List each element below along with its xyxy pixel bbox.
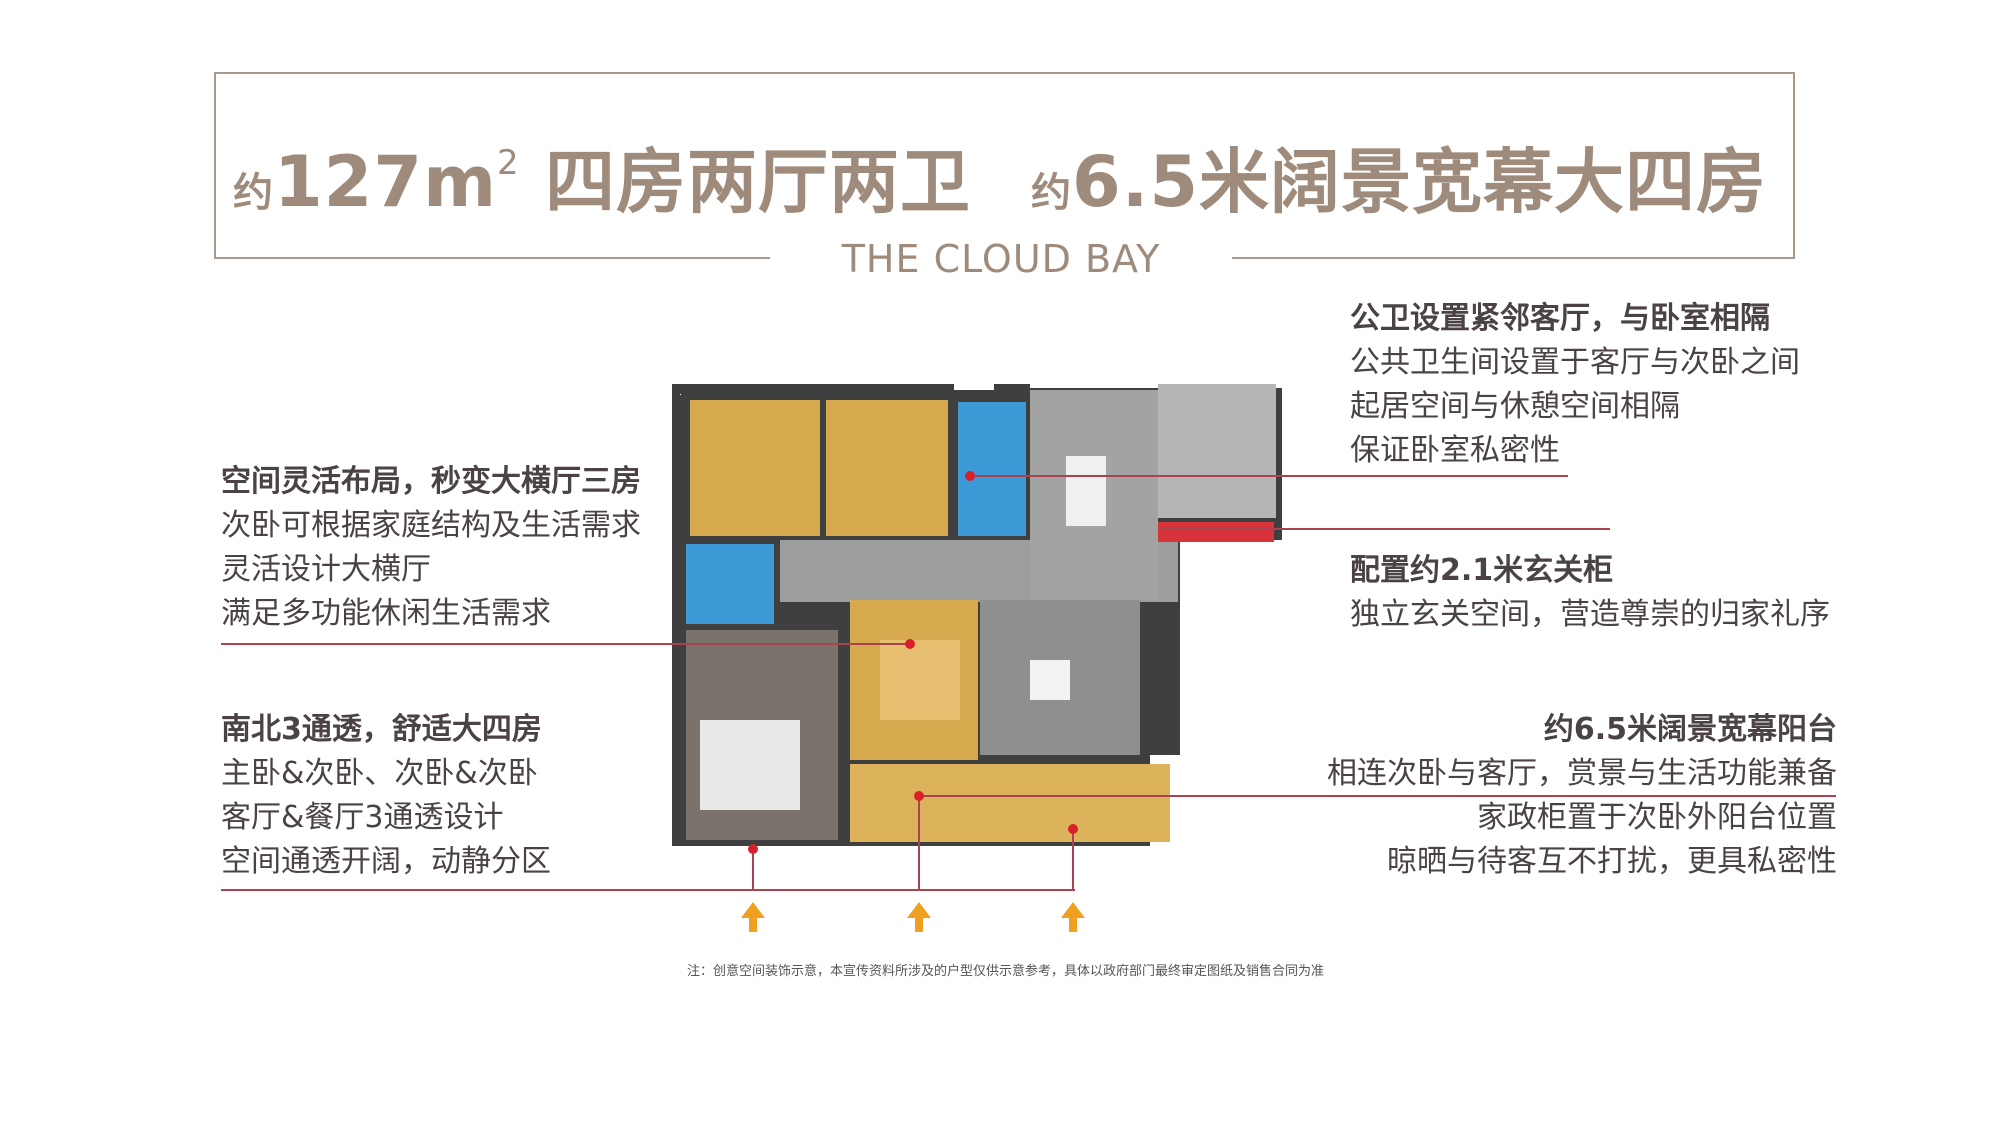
callout-line: 次卧可根据家庭结构及生活需求 — [221, 508, 641, 543]
marker-dot — [1068, 824, 1078, 834]
callout-line: 相连次卧与客厅，赏景与生活功能兼备 — [1327, 756, 1837, 791]
entry-cabinet — [1158, 522, 1274, 542]
callout-line: 起居空间与休憩空间相隔 — [1350, 389, 1680, 424]
callout-right-bottom: 约6.5米阔景宽幕阳台 相连次卧与客厅，赏景与生活功能兼备 家政柜置于次卧外阳台… — [1327, 708, 1837, 884]
dining-table — [1066, 456, 1106, 526]
callout-right-middle: 配置约2.1米玄关柜 独立玄关空间，营造尊崇的归家礼序 — [1350, 549, 1830, 637]
callout-left-bottom: 南北3通透，舒适大四房 主卧&次卧、次卧&次卧 客厅&餐厅3通透设计 空间通透开… — [221, 708, 551, 884]
sunlight-arrow-icon — [907, 902, 931, 932]
callout-line: 客厅&餐厅3通透设计 — [221, 800, 504, 835]
bedroom-3 — [826, 400, 948, 536]
brand-name: THE CLOUD BAY — [841, 237, 1161, 281]
callout-heading: 约6.5米阔景宽幕阳台 — [1543, 712, 1837, 747]
callout-line: 晾晒与待客互不打扰，更具私密性 — [1387, 844, 1837, 879]
title-frame — [214, 72, 1795, 259]
callout-line: 公共卫生间设置于客厅与次卧之间 — [1350, 345, 1800, 380]
bed — [700, 720, 800, 810]
callout-heading: 公卫设置紧邻客厅，与卧室相隔 — [1350, 301, 1770, 336]
master-bathroom — [686, 544, 774, 624]
marker-dot — [905, 639, 915, 649]
divider — [214, 257, 770, 259]
callout-heading: 南北3通透，舒适大四房 — [221, 712, 542, 747]
public-bathroom — [958, 402, 1026, 536]
callout-line: 家政柜置于次卧外阳台位置 — [1477, 800, 1837, 835]
callout-line: 灵活设计大横厅 — [221, 552, 431, 587]
title-prefix: 约 — [232, 170, 274, 216]
callout-line: 空间通透开阔，动静分区 — [221, 844, 551, 879]
callout-line: 满足多功能休闲生活需求 — [221, 596, 551, 631]
title-feature: 6.5米阔景宽幕大四房 — [1072, 141, 1768, 223]
callout-line: 保证卧室私密性 — [1350, 433, 1560, 468]
balcony — [850, 764, 1170, 842]
sunlight-arrow-icon — [1061, 902, 1085, 932]
footnote: 注：创意空间装饰示意，本宣传资料所涉及的户型仅供示意参考，具体以政府部门最终审定… — [687, 964, 1325, 979]
title-layout: 四房两厅两卫 — [545, 141, 972, 223]
sunlight-arrow-icon — [741, 902, 765, 932]
bedroom-2 — [690, 400, 820, 536]
marker-dot — [914, 791, 924, 801]
marker-dot — [965, 471, 975, 481]
kitchen — [1158, 384, 1276, 518]
callout-heading: 配置约2.1米玄关柜 — [1350, 553, 1614, 588]
page-title: 约127m2 四房两厅两卫约6.5米阔景宽幕大四房 — [0, 118, 2000, 238]
callout-heading: 空间灵活布局，秒变大横厅三房 — [221, 464, 641, 499]
callout-right-top: 公卫设置紧邻客厅，与卧室相隔 公共卫生间设置于客厅与次卧之间 起居空间与休憩空间… — [1350, 297, 1800, 473]
marker-dot — [748, 844, 758, 854]
title-area: 127m — [273, 141, 498, 223]
divider — [1232, 257, 1793, 259]
callout-left-top: 空间灵活布局，秒变大横厅三房 次卧可根据家庭结构及生活需求 灵活设计大横厅 满足… — [221, 460, 641, 636]
callout-line: 独立玄关空间，营造尊崇的归家礼序 — [1350, 597, 1830, 632]
title-prefix: 约 — [1031, 170, 1073, 216]
title-area-sup: 2 — [497, 143, 520, 183]
callout-line: 主卧&次卧、次卧&次卧 — [221, 756, 538, 791]
